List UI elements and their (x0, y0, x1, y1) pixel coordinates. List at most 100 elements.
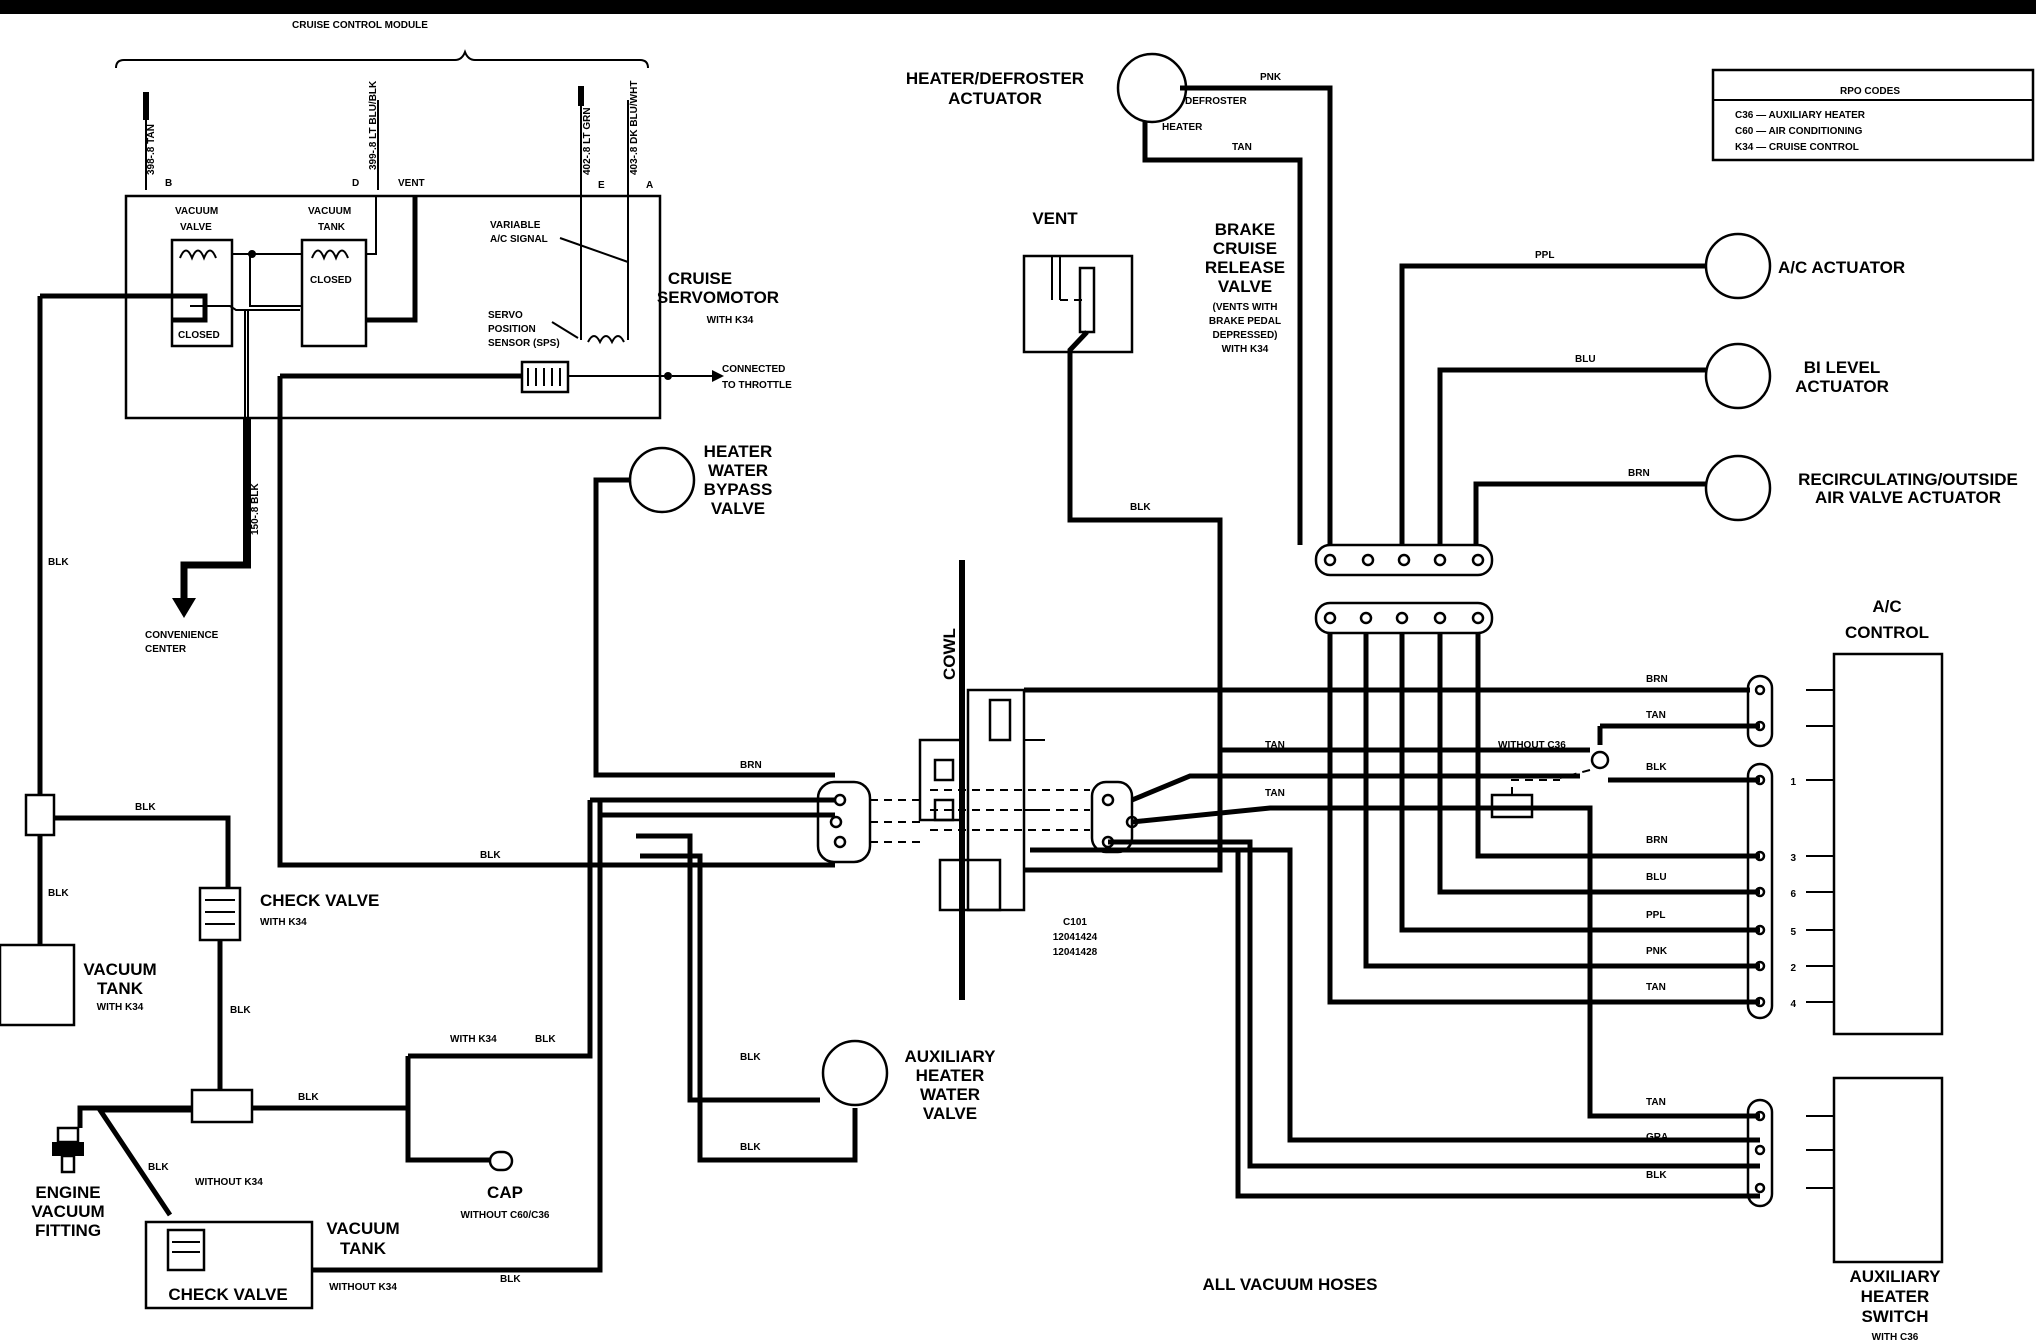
heater-defroster-label-1: HEATER/DEFROSTER (906, 69, 1084, 88)
ac-actuator-label: A/C ACTUATOR (1778, 258, 1905, 277)
hose-blk-aux-1: BLK (740, 1052, 761, 1063)
vent-component-label: VENT (1032, 209, 1078, 228)
tee-left (24, 793, 56, 837)
engine-fitting-label-2: VACUUM (31, 1202, 104, 1221)
engine-fitting-label-3: FITTING (35, 1221, 101, 1240)
bypass-label-2: WATER (708, 461, 768, 480)
rpo-codes-box (1711, 68, 2035, 162)
hose-ppl-ac5: PPL (1646, 910, 1665, 921)
hose-blk-mid: BLK (230, 1005, 251, 1016)
check-valve-2-label: CHECK VALVE (168, 1285, 287, 1304)
hose-blk-module-cowl: BLK (480, 850, 501, 861)
vacuum-tank-2-label-1: VACUUM (326, 1219, 399, 1238)
connected-label-2: TO THROTTLE (722, 380, 792, 391)
with-k34-line-label: WITH K34 (450, 1034, 497, 1045)
hose-brn-recirc: BRN (1628, 468, 1650, 479)
aux-switch-note: WITH C36 (1872, 1332, 1919, 1343)
connected-label-1: CONNECTED (722, 364, 785, 375)
brake-label-2: CRUISE (1213, 239, 1277, 258)
bypass-label-1: HEATER (704, 442, 773, 461)
convenience-label-2: CENTER (145, 644, 187, 655)
cap-note: WITHOUT C60/C36 (461, 1210, 550, 1221)
ac-pin-4: 4 (1790, 999, 1796, 1010)
pin-e: E (598, 180, 605, 191)
aux-valve-label-1: AUXILIARY (905, 1047, 997, 1066)
hose-brn-ac3: BRN (1646, 835, 1668, 846)
hose-pnk-ac2: PNK (1646, 946, 1668, 957)
hose-gra-aux: GRA (1646, 1132, 1668, 1143)
hose-pnk-defroster: PNK (1260, 72, 1282, 83)
hose-ppl-ac: PPL (1535, 250, 1554, 261)
wire-403-label: 403-.8 DK BLU/WHT (629, 81, 640, 175)
aux-valve-label-4: VALVE (923, 1104, 977, 1123)
variable-ac-label-1: VARIABLE (490, 220, 541, 231)
module-title: CRUISE CONTROL MODULE (292, 20, 428, 31)
brake-note-2: BRAKE PEDAL (1209, 316, 1281, 327)
aux-valve-label-2: HEATER (916, 1066, 985, 1085)
closed-label-2: CLOSED (310, 275, 352, 286)
module-tank-label-2: TANK (318, 222, 346, 233)
ac-control-box (1832, 652, 1944, 1036)
ac-pin-6: 6 (1790, 889, 1796, 900)
cap-label: CAP (487, 1183, 523, 1202)
engine-fitting-nut (52, 1142, 84, 1156)
engine-fitting-label-1: ENGINE (35, 1183, 100, 1202)
vent-label: VENT (398, 178, 425, 189)
module-vacuum-tank (300, 238, 368, 348)
lower-junction (1314, 601, 1494, 635)
aux-heater-switch-box (1832, 1076, 1944, 1264)
aux-switch-label-3: SWITCH (1861, 1307, 1928, 1326)
vacuum-valve (170, 238, 234, 348)
ac-control-label-1: A/C (1872, 597, 1901, 616)
c101-label-1: C101 (1063, 917, 1087, 928)
module-brace (115, 49, 649, 69)
brake-note-1: (VENTS WITH (1213, 302, 1278, 313)
engine-fitting-cap (56, 1126, 80, 1144)
hose-tan-ac-top: TAN (1646, 710, 1666, 721)
without-c36-valve (1590, 750, 1610, 770)
hose-blk-aux: BLK (1646, 1170, 1667, 1181)
rpo-row-1: C36 — AUXILIARY HEATER (1735, 110, 1866, 121)
heater-water-bypass-valve (628, 446, 696, 514)
c101-label-3: 12041428 (1053, 947, 1098, 958)
top-border (0, 0, 2036, 14)
vacuum-valve-label-2: VALVE (180, 222, 212, 233)
hose-blk-left-2: BLK (48, 888, 69, 899)
closed-label-1: CLOSED (178, 330, 220, 341)
vacuum-tank-2 (144, 1220, 314, 1310)
ac-control-connector-top (1746, 674, 1774, 748)
brake-note-3: DEPRESSED) (1212, 330, 1277, 341)
bypass-label-3: BYPASS (704, 480, 773, 499)
aux-switch-label-1: AUXILIARY (1850, 1267, 1942, 1286)
brake-label-4: VALVE (1218, 277, 1272, 296)
wire-399-label: 399-.8 LT BLU/BLK (368, 80, 379, 170)
heater-port-label: HEATER (1162, 122, 1203, 133)
aux-switch-connector (1746, 1098, 1774, 1208)
tee-center (190, 1088, 254, 1124)
hose-blk-brake: BLK (1130, 502, 1151, 513)
check-valve-1 (198, 886, 242, 942)
servo-sensor-label-2: POSITION (488, 324, 536, 335)
vacuum-tank-2-label-2: TANK (340, 1239, 387, 1258)
defroster-label: DEFROSTER (1185, 96, 1247, 107)
hose-blk-engine: BLK (148, 1162, 169, 1173)
ac-control-label-2: CONTROL (1845, 623, 1929, 642)
wire-402-stub (578, 86, 584, 106)
check-valve-1-label: CHECK VALVE (260, 891, 379, 910)
wire-150-blk (243, 418, 251, 568)
hose-blk-aux-2: BLK (740, 1142, 761, 1153)
hose-blk-k34: BLK (535, 1034, 556, 1045)
all-vacuum-hoses-label: ALL VACUUM HOSES (1202, 1275, 1377, 1294)
rpo-row-2: C60 — AIR CONDITIONING (1735, 126, 1863, 137)
ac-actuator (1704, 232, 1772, 300)
servo-sensor-coil (587, 335, 625, 345)
ac-pin-5: 5 (1790, 927, 1796, 938)
vacuum-tank-1-label-2: TANK (97, 979, 144, 998)
cruise-servomotor-label-2: SERVOMOTOR (657, 288, 779, 307)
c101-connector (918, 688, 1045, 912)
hose-brn-ac-top: BRN (1646, 674, 1668, 685)
check-valve-2 (166, 1228, 206, 1272)
hose-tan-aux: TAN (1646, 1097, 1666, 1108)
ac-pin-1: 1 (1790, 777, 1796, 788)
hose-blk-top: BLK (135, 802, 156, 813)
